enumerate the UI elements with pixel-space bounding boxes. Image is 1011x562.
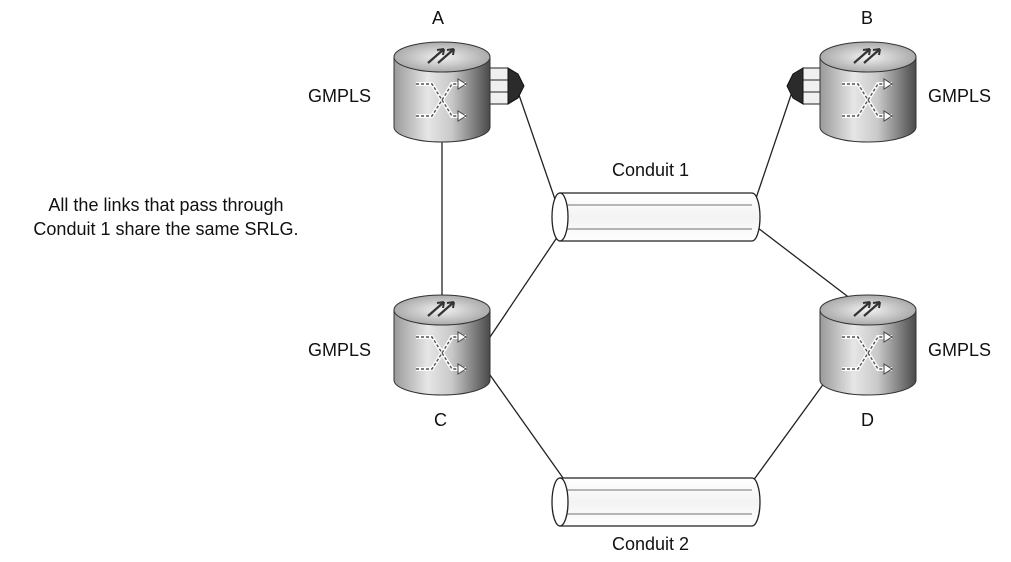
srlg-note-line-1: All the links that pass through [48, 195, 284, 215]
router-a-icon [392, 40, 492, 144]
link-conduit2-d [749, 374, 831, 486]
node-b-protocol: GMPLS [928, 86, 992, 106]
router-a-port-icon [489, 67, 525, 105]
links [441, 91, 869, 486]
router-b-icon [818, 40, 918, 144]
node-b-label: B [861, 8, 874, 28]
srlg-note: All the links that pass through Conduit … [6, 193, 326, 241]
node-c-protocol: GMPLS [308, 340, 372, 360]
link-conduit1-c [487, 229, 563, 341]
node-d-protocol: GMPLS [928, 340, 992, 360]
node-d-label: D [861, 410, 874, 430]
router-d-icon [818, 293, 918, 397]
node-a-protocol: GMPLS [308, 86, 372, 106]
node-c-label: C [434, 410, 447, 430]
link-a-conduit1 [517, 91, 559, 209]
link-b-conduit1 [751, 91, 793, 211]
router-c-icon [392, 293, 492, 397]
link-c-conduit2 [489, 374, 569, 486]
conduit-2-label: Conduit 2 [612, 534, 690, 554]
srlg-note-line-2: Conduit 1 share the same SRLG. [33, 219, 299, 239]
conduit-1-label: Conduit 1 [612, 160, 690, 180]
conduit-1-pipe [551, 192, 761, 242]
conduit-2-pipe [551, 477, 761, 527]
router-b-port-icon [786, 67, 822, 105]
node-a-label: A [432, 8, 445, 28]
